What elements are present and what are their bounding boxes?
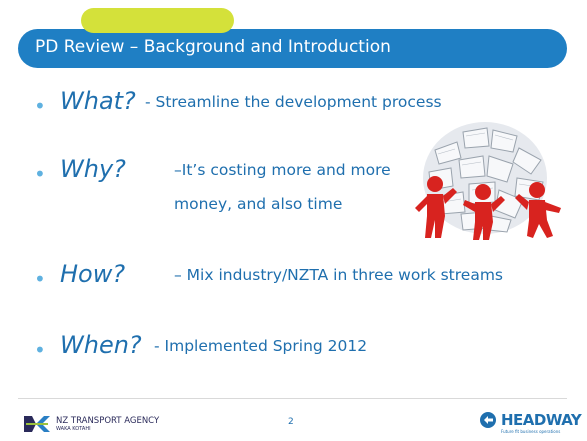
paper-ball-figures-image bbox=[405, 120, 580, 240]
bullet-term: What? bbox=[60, 87, 136, 115]
bullet-description: – Mix industry/NZTA in three work stream… bbox=[174, 266, 503, 284]
headway-name: HEADWAY bbox=[501, 411, 582, 429]
nzta-name: NZ TRANSPORT AGENCY bbox=[56, 416, 160, 426]
bullet-description-line2: money, and also time bbox=[174, 195, 343, 213]
red-figures bbox=[415, 176, 561, 240]
headway-logo-icon bbox=[480, 412, 496, 428]
bullet-dot: • bbox=[34, 338, 46, 362]
page-number: 2 bbox=[288, 417, 294, 427]
bullet-term: Why? bbox=[60, 155, 126, 183]
nzta-logo: NZ TRANSPORT AGENCY WAKA KOTAHI bbox=[22, 412, 192, 436]
nzta-logo-icon bbox=[24, 416, 50, 432]
bullet-dot: • bbox=[34, 94, 46, 118]
nzta-subtitle: WAKA KOTAHI bbox=[56, 426, 91, 432]
bullet-description: - Streamline the development process bbox=[145, 93, 442, 111]
bullet-term: How? bbox=[60, 260, 126, 288]
bullet-term: When? bbox=[60, 331, 142, 359]
title-bar: PD Review – Background and Introduction bbox=[18, 29, 567, 68]
headway-logo: HEADWAY Future fit business operations bbox=[479, 410, 582, 436]
tab-pill-decoration bbox=[81, 8, 234, 33]
bullet-description: –It’s costing more and more bbox=[174, 161, 391, 179]
bullet-description: - Implemented Spring 2012 bbox=[154, 337, 368, 355]
bullet-dot: • bbox=[34, 162, 46, 186]
headway-tagline: Future fit business operations bbox=[501, 429, 561, 434]
bullet-dot: • bbox=[34, 267, 46, 291]
footer-divider bbox=[18, 398, 567, 399]
paper-ball bbox=[423, 122, 547, 234]
slide-title: PD Review – Background and Introduction bbox=[35, 37, 391, 57]
